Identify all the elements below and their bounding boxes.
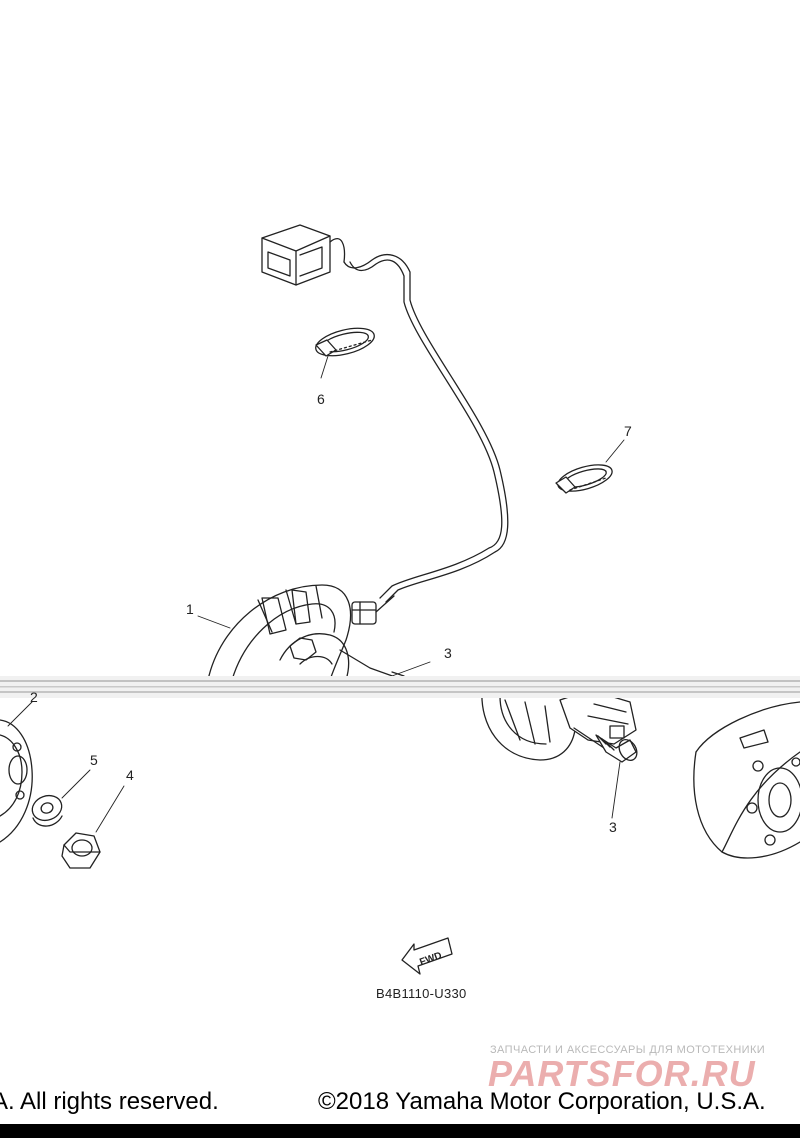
callout-2: 2 bbox=[30, 689, 38, 705]
figure-code: B4B1110-U330 bbox=[376, 986, 467, 1001]
flywheel-rotor-left bbox=[0, 719, 33, 843]
callout-1: 1 bbox=[186, 601, 194, 617]
partsfor-logo: PARTSFOR.RU bbox=[488, 1053, 756, 1094]
nut-4 bbox=[61, 832, 101, 869]
callout-3-top: 3 bbox=[444, 645, 452, 661]
copyright-left: A. All rights reserved. bbox=[0, 1088, 219, 1115]
callout-5: 5 bbox=[90, 752, 98, 768]
wire-harness bbox=[343, 254, 509, 603]
cable-band-7 bbox=[555, 464, 613, 494]
flywheel-rotor-right bbox=[693, 701, 800, 859]
connector-part bbox=[261, 224, 346, 286]
callout-7: 7 bbox=[624, 423, 632, 439]
scan-artifact-band bbox=[0, 676, 800, 698]
washer-5 bbox=[31, 794, 63, 827]
cable-band-6 bbox=[315, 327, 375, 357]
callout-3-bottom: 3 bbox=[609, 819, 617, 835]
screw-3 bbox=[595, 734, 638, 763]
stator-assembly bbox=[207, 584, 405, 685]
fwd-arrow-icon bbox=[401, 937, 453, 975]
callout-6: 6 bbox=[317, 391, 325, 407]
callout-4: 4 bbox=[126, 767, 134, 783]
leader-lines bbox=[7, 355, 625, 833]
stator-assembly-lower bbox=[481, 689, 637, 761]
svg-text:PARTSFOR.RU: PARTSFOR.RU bbox=[488, 1053, 756, 1094]
copyright-right: ©2018 Yamaha Motor Corporation, U.S.A. bbox=[318, 1088, 766, 1115]
watermark-tagline: ЗАПЧАСТИ И АКСЕССУАРЫ ДЛЯ МОТОТЕХНИКИ bbox=[490, 1044, 766, 1056]
bottom-bar bbox=[0, 1124, 800, 1138]
